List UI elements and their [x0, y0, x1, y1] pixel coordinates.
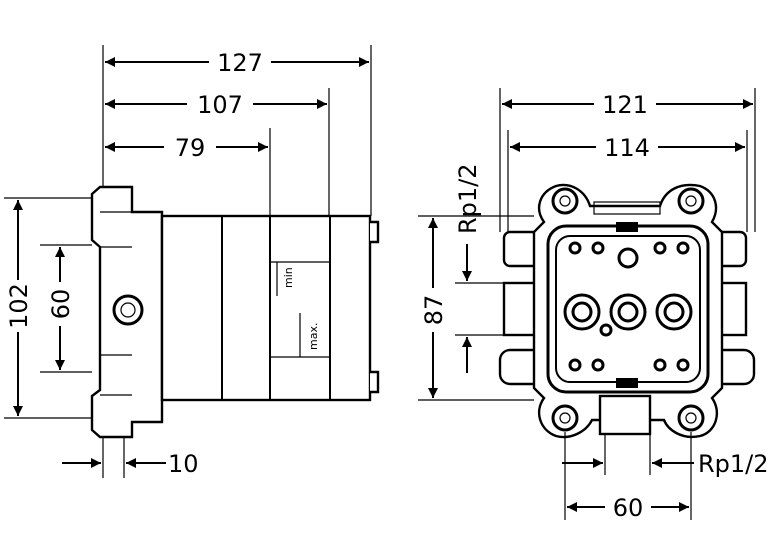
dimension-121: 121 — [602, 91, 648, 119]
label-max: max. — [307, 323, 320, 350]
dimension-102: 102 — [5, 283, 33, 329]
dimension-60-side: 60 — [47, 289, 75, 320]
dimension-107: 107 — [197, 91, 243, 119]
side-body — [90, 185, 380, 439]
valve-bores — [563, 293, 693, 331]
front-view: 121 114 87 Rp1/2 Rp1/2 60 — [418, 88, 769, 522]
small-holes — [568, 241, 690, 372]
front-extension-lines — [418, 88, 756, 520]
side-extension-lines — [4, 45, 372, 478]
dimension-10: 10 — [168, 450, 199, 478]
side-view: min max. 127 107 79 102 — [4, 45, 380, 478]
corner-screw-holes — [551, 187, 705, 432]
label-min: min — [282, 267, 295, 288]
dimension-127: 127 — [217, 49, 263, 77]
dimension-87: 87 — [420, 295, 448, 326]
thread-label-bottom: Rp1/2 — [698, 450, 769, 478]
dimension-79: 79 — [175, 134, 206, 162]
dimension-60-front: 60 — [613, 494, 644, 522]
dimension-114: 114 — [604, 134, 650, 162]
thread-label-top: Rp1/2 — [454, 163, 482, 234]
